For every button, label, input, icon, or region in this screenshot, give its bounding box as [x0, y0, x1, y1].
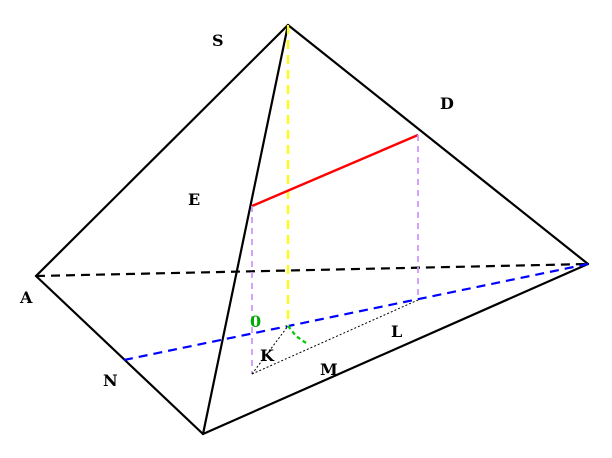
label-S: S	[212, 31, 224, 50]
label-E: E	[188, 190, 200, 209]
edge-SD	[286, 23, 590, 266]
edge-A-bottom	[34, 274, 205, 436]
edge-SA	[34, 23, 290, 278]
label-N: N	[103, 371, 118, 390]
label-L: L	[391, 322, 402, 341]
helper-lines	[251, 299, 419, 375]
visible-edges	[34, 23, 590, 436]
helper-line-foot	[251, 325, 289, 375]
right-angle-mark	[287, 325, 307, 344]
label-O: 0	[250, 312, 261, 331]
hidden-edge-A-right	[35, 262, 589, 278]
edge-S-bottom	[201, 23, 290, 436]
edge-bottom-right	[201, 262, 590, 436]
label-A: A	[19, 288, 33, 307]
label-M: M	[320, 360, 338, 379]
line-N-right	[123, 262, 589, 362]
projection-lines	[251, 135, 419, 374]
label-K: K	[260, 346, 275, 365]
red-segment	[251, 133, 419, 208]
label-D: D	[440, 94, 454, 113]
